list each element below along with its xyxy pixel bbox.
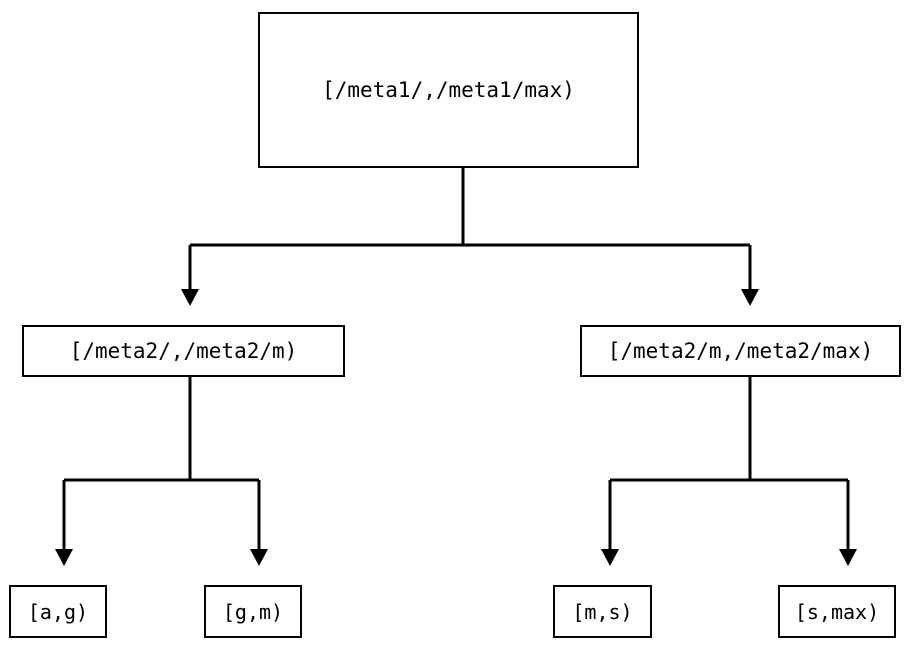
tree-node-leaf-1-label: [a,g) bbox=[27, 599, 89, 624]
edge-mid-right-to-leaves bbox=[601, 377, 857, 566]
tree-node-leaf-3-label: [m,s) bbox=[572, 599, 633, 624]
arrowhead-to-mid-right bbox=[741, 289, 759, 306]
edge-mid-left-to-leaves bbox=[55, 377, 268, 566]
arrowhead-to-leaf-1 bbox=[55, 549, 73, 566]
tree-node-mid-right-label: [/meta2/m,/meta2/max) bbox=[607, 338, 874, 363]
edge-root-to-mid-level bbox=[181, 168, 759, 306]
tree-node-leaf-1: [a,g) bbox=[9, 585, 107, 638]
tree-node-mid-left: [/meta2/,/meta2/m) bbox=[22, 325, 345, 377]
tree-node-mid-right: [/meta2/m,/meta2/max) bbox=[580, 325, 901, 377]
arrowhead-to-leaf-2 bbox=[250, 549, 268, 566]
tree-node-leaf-3: [m,s) bbox=[553, 585, 652, 638]
tree-node-leaf-4-label: [s,max) bbox=[794, 599, 880, 624]
tree-node-root-label: [/meta1/,/meta1/max) bbox=[322, 77, 575, 102]
tree-node-mid-left-label: [/meta2/,/meta2/m) bbox=[69, 338, 298, 363]
tree-node-root: [/meta1/,/meta1/max) bbox=[258, 12, 639, 168]
tree-node-leaf-2: [g,m) bbox=[204, 585, 302, 638]
arrowhead-to-leaf-3 bbox=[601, 549, 619, 566]
tree-node-leaf-2-label: [g,m) bbox=[222, 599, 284, 624]
arrowhead-to-leaf-4 bbox=[839, 549, 857, 566]
arrowhead-to-mid-left bbox=[181, 289, 199, 306]
tree-node-leaf-4: [s,max) bbox=[778, 585, 896, 638]
